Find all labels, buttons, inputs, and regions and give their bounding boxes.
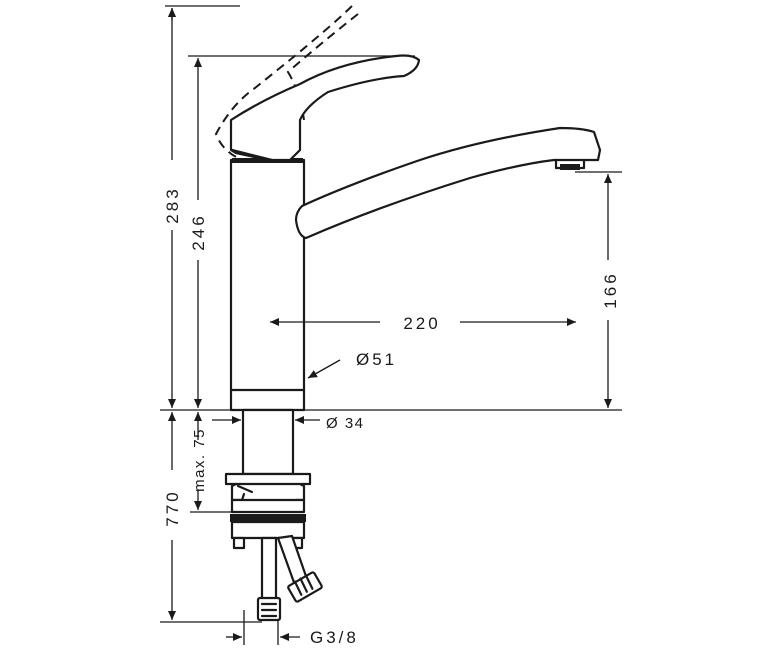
dim-hose-length: 770 bbox=[163, 489, 182, 526]
dim-connection: G3/8 bbox=[310, 628, 359, 647]
dim-body-diameter: Ø51 bbox=[356, 350, 397, 369]
dim-spout-height: 166 bbox=[601, 271, 620, 308]
dim-total-height: 283 bbox=[163, 186, 182, 223]
lever-handle bbox=[229, 54, 421, 162]
dim-max-thickness: max. 75 bbox=[191, 428, 208, 492]
dim-body-height: 246 bbox=[189, 213, 208, 250]
extension-lines bbox=[160, 5, 622, 645]
shank bbox=[224, 408, 312, 550]
dim-shank-diameter: Ø 34 bbox=[326, 415, 365, 432]
supply-hoses bbox=[256, 534, 323, 622]
dimension-arrows bbox=[168, 8, 612, 641]
faucet-body bbox=[229, 158, 306, 412]
dim-spout-reach: 220 bbox=[403, 314, 440, 333]
spout bbox=[294, 126, 602, 240]
dimension-labels: 283 246 166 220 Ø51 Ø 34 max. 75 770 G3/… bbox=[163, 186, 620, 647]
